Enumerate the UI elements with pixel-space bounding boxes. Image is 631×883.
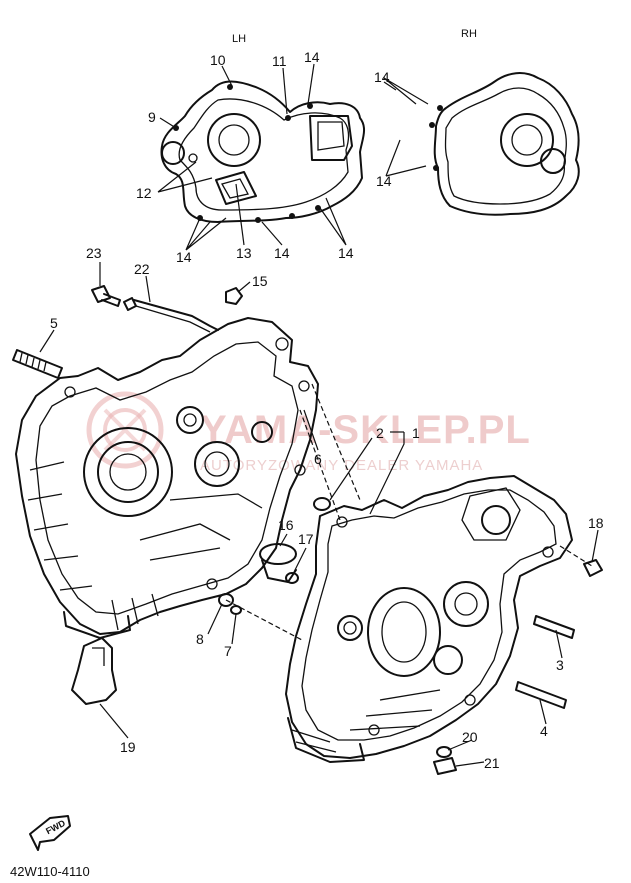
callout-13: 13	[236, 245, 252, 261]
breather-19	[71, 637, 117, 705]
dowel-2	[313, 497, 331, 511]
stud-3	[533, 615, 575, 639]
stud-4	[515, 681, 567, 709]
callout-14a: 14	[304, 49, 320, 65]
callout-14d: 14	[338, 245, 354, 261]
callout-3: 3	[556, 657, 564, 673]
callout-14c: 14	[274, 245, 290, 261]
left-crankcase-half	[15, 317, 319, 639]
callout-8: 8	[196, 631, 204, 647]
callout-23: 23	[86, 245, 102, 261]
watermark: YAMA-SKLEP.PL AUTORYZOWANY DEALER YAMAHA	[86, 391, 531, 474]
callout-16: 16	[278, 517, 294, 533]
callout-19: 19	[120, 739, 136, 755]
watermark-logo-icon	[86, 391, 164, 469]
callout-11: 11	[272, 53, 287, 69]
washer-20	[436, 746, 452, 758]
bush-8	[218, 593, 234, 607]
fwd-arrow-icon: FWD	[29, 815, 71, 851]
rh-cover-gasket	[429, 72, 580, 216]
callout-2: 2	[376, 425, 384, 441]
callout-4: 4	[540, 723, 548, 739]
callout-15: 15	[252, 273, 268, 289]
callout-14b: 14	[176, 249, 192, 265]
callout-17: 17	[298, 531, 314, 547]
stud-5	[12, 349, 63, 379]
callout-18: 18	[588, 515, 604, 531]
callout-12: 12	[136, 185, 152, 201]
oring-17	[285, 572, 299, 584]
callout-6: 6	[314, 451, 322, 467]
right-crankcase-half	[285, 475, 573, 763]
plug-21	[433, 757, 457, 775]
bolt-23	[91, 285, 121, 307]
callout-22: 22	[134, 261, 150, 277]
callout-20: 20	[462, 729, 478, 745]
callout-5: 5	[50, 315, 58, 331]
lh-cover-gasket	[160, 80, 366, 223]
callouts: 10 11 14 9 12 14 13 14 14 14 14 23 22 15…	[50, 49, 604, 771]
diagram-code: 42W110-4110	[10, 864, 90, 879]
callout-10: 10	[210, 52, 226, 68]
callout-14f: 14	[376, 173, 392, 189]
callout-1: 1	[412, 425, 420, 441]
callout-7: 7	[224, 643, 232, 659]
label-rh: RH	[461, 28, 477, 40]
leader-lines	[39, 63, 599, 767]
watermark-main-text: YAMA-SKLEP.PL	[200, 408, 531, 452]
cap-16	[259, 543, 297, 583]
nut-15	[225, 287, 243, 305]
callout-21: 21	[484, 755, 500, 771]
watermark-sub-text: AUTORYZOWANY DEALER YAMAHA	[200, 457, 483, 474]
callout-14e: 14	[374, 69, 390, 85]
pipe-22	[123, 297, 219, 333]
clip-18	[583, 559, 603, 577]
callout-9: 9	[148, 109, 156, 125]
oring-7	[230, 605, 242, 615]
label-lh: LH	[232, 33, 246, 45]
